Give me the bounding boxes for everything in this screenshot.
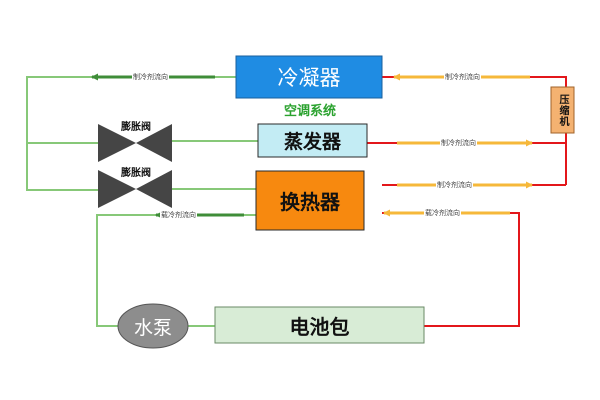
compressor-label: 压缩机 [551, 87, 574, 133]
valve-bottom-label: 膨胀阀 [121, 167, 151, 179]
right-hot-lines [367, 76, 567, 327]
left-return-lines [26, 76, 258, 327]
condenser-box [235, 55, 383, 99]
flow-label-exchanger-coolant-in: 载冷剂流向 [424, 209, 461, 218]
water-pump-label: 水泵 [133, 316, 172, 339]
valve-top-left-wing [98, 124, 136, 162]
valve-bottom-right-wing [136, 170, 172, 208]
valve-top-right-wing [136, 124, 172, 162]
flow-label-evaporator-out: 制冷剂流向 [440, 139, 477, 148]
battery-pack-box [214, 306, 425, 344]
flow-label-condenser-out: 制冷剂流向 [132, 73, 169, 82]
heat-exchanger-label: 换热器 [280, 190, 340, 214]
evaporator-label: 蒸发器 [283, 131, 341, 153]
water-pump-shape [117, 303, 189, 349]
compressor-label-text: 压缩机 [557, 93, 568, 127]
compressor-box [550, 86, 575, 134]
flow-label-exchanger-coolant-out: 载冷剂流向 [160, 211, 197, 220]
expansion-valve-bottom [98, 170, 172, 208]
valve-bottom-left-wing [98, 170, 136, 208]
system-label: 空调系统 [283, 103, 336, 119]
heat-exchanger-box [255, 170, 365, 231]
evaporator-box [257, 123, 368, 158]
condenser-label: 冷凝器 [277, 66, 341, 90]
valve-top-label: 膨胀阀 [121, 121, 151, 133]
flow-label-exchanger-out: 制冷剂流向 [436, 181, 473, 190]
battery-pack-label: 电池包 [289, 314, 350, 339]
expansion-valve-top [98, 124, 172, 162]
flow-label-condenser-in: 制冷剂流向 [444, 73, 481, 82]
